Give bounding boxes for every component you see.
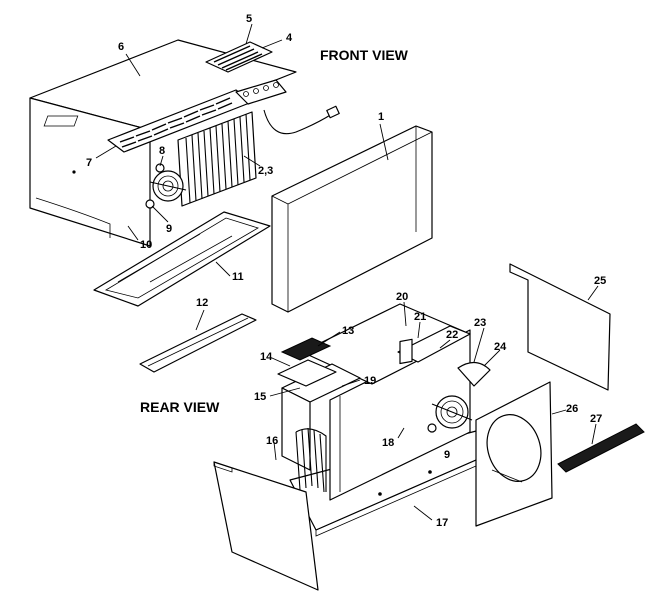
front-view-title: FRONT VIEW: [320, 47, 409, 63]
back-cover: [509, 263, 611, 391]
label-4: 4: [286, 32, 293, 44]
top-air-grille-slots: [213, 45, 263, 71]
cover-plate: [277, 359, 337, 387]
label-23: 23: [474, 317, 486, 329]
power-cord: [263, 109, 333, 135]
front-panel-top-line: [287, 131, 433, 205]
label-6: 6: [118, 41, 124, 53]
mounting-bracket-edge: [147, 317, 249, 367]
label-1: 1: [378, 111, 384, 123]
cabinet-front-edge: [35, 197, 111, 238]
label-7: 7: [86, 157, 92, 169]
rear-side-panel: [213, 461, 319, 591]
label-11: 11: [232, 271, 244, 283]
label-2-3: 2,3: [258, 165, 273, 177]
label-14: 14: [260, 351, 273, 363]
front-panel-top-edge: [271, 195, 289, 205]
label-17: 17: [436, 517, 448, 529]
label-9-front: 9: [166, 223, 172, 235]
rear-grille: [280, 337, 332, 361]
label-24: 24: [494, 341, 507, 353]
top-air-grille: [205, 41, 273, 73]
fan-shroud-opening-edge: [491, 469, 523, 483]
label-20: 20: [396, 291, 408, 303]
rear-fan-motor: [427, 395, 473, 433]
air-filter: [557, 423, 645, 473]
label-27: 27: [590, 413, 602, 425]
base-pan-rib-2: [149, 235, 233, 283]
label-16: 16: [266, 435, 278, 447]
label-15: 15: [254, 391, 266, 403]
base-pan-rib: [117, 233, 201, 283]
front-grille-slots: [119, 97, 233, 148]
part-labels: FRONT VIEW REAR VIEW 1 2,3 4 5 6 7 8 9 1…: [86, 13, 606, 529]
base-hole: [378, 492, 382, 496]
rear-side-panel-tab: [213, 461, 233, 473]
label-9-rear: 9: [444, 449, 450, 461]
label-5: 5: [246, 13, 252, 25]
label-22: 22: [446, 329, 458, 341]
cabinet-screw: [72, 170, 76, 174]
coil-fins: [185, 113, 251, 204]
rear-view-title: REAR VIEW: [140, 399, 220, 415]
capacitor: [399, 338, 413, 365]
label-19: 19: [364, 375, 376, 387]
label-8: 8: [159, 145, 165, 157]
fan-shroud-opening: [486, 414, 542, 482]
label-26: 26: [566, 403, 578, 415]
orifice-ring: [457, 361, 491, 387]
base-hole-2: [428, 470, 432, 474]
label-21: 21: [414, 311, 426, 323]
label-13: 13: [342, 325, 354, 337]
condenser-coil: [295, 427, 327, 493]
rear-view-assembly: [213, 263, 645, 591]
power-plug: [326, 105, 340, 119]
label-18: 18: [382, 437, 394, 449]
front-fan-motor: [145, 163, 187, 209]
base-pan: [93, 211, 271, 307]
control-knobs: [243, 82, 279, 97]
label-12: 12: [196, 297, 208, 309]
cabinet-top-label-plate: [43, 115, 79, 127]
leader-lines: [95, 23, 599, 521]
label-25: 25: [594, 275, 606, 287]
front-panel: [271, 125, 433, 313]
front-view-assembly: [29, 39, 433, 373]
label-10: 10: [140, 239, 152, 251]
